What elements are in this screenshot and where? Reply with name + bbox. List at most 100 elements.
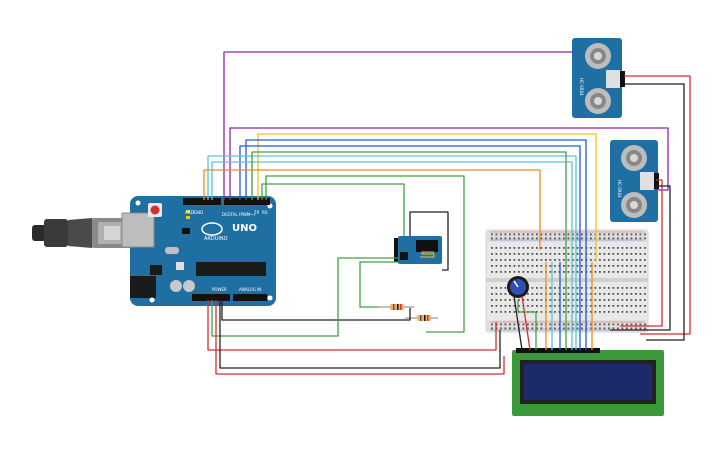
ultrasonic-sensor-2: HC-SR04	[610, 140, 659, 222]
breadboard-hole	[590, 253, 592, 255]
breadboard-hole	[491, 305, 493, 307]
breadboard-hole	[554, 233, 556, 236]
breadboard-hole	[491, 323, 493, 326]
wire-black-lcd	[219, 300, 501, 369]
breadboard-hole	[626, 271, 628, 273]
breadboard-hole	[504, 237, 507, 240]
breadboard-hole	[500, 293, 502, 295]
breadboard-hole	[536, 253, 538, 255]
breadboard-hole	[608, 323, 610, 326]
breadboard-hole	[594, 327, 597, 330]
breadboard-hole	[567, 253, 570, 255]
usb-cable	[32, 218, 132, 248]
breadboard-hole	[590, 323, 592, 326]
breadboard-hole	[617, 247, 619, 249]
breadboard-hole	[608, 247, 610, 249]
breadboard-hole	[626, 253, 628, 255]
breadboard-hole	[549, 287, 552, 289]
breadboard-hole	[635, 253, 637, 255]
breadboard-hole	[527, 259, 529, 261]
breadboard-hole	[549, 271, 552, 273]
breadboard-hole	[630, 299, 633, 301]
breadboard-hole	[509, 299, 511, 301]
breadboard-hole	[491, 327, 493, 330]
breadboard-hole	[635, 323, 637, 326]
breadboard-hole	[554, 237, 556, 240]
breadboard-hole	[581, 311, 583, 313]
breadboard-hole	[567, 323, 570, 326]
sensor-2-label: HC-SR04	[617, 180, 622, 198]
breadboard-hole	[495, 305, 498, 307]
wire-red-power	[207, 300, 497, 351]
breadboard-hole	[599, 311, 601, 313]
breadboard-hole	[522, 323, 525, 326]
breadboard-hole	[522, 253, 525, 255]
breadboard-hole	[626, 247, 628, 249]
breadboard-hole	[527, 271, 529, 273]
breadboard-hole	[617, 259, 619, 261]
breadboard-hole	[599, 259, 601, 261]
breadboard-hole	[563, 311, 565, 313]
breadboard-hole	[549, 323, 552, 326]
breadboard-hole	[581, 259, 583, 261]
breadboard-hole	[554, 287, 556, 289]
breadboard-hole	[576, 265, 579, 267]
breadboard-hole	[513, 233, 516, 236]
breadboard-hole	[603, 259, 606, 261]
breadboard-hole	[554, 305, 556, 307]
breadboard-hole	[576, 287, 579, 289]
breadboard-hole	[594, 311, 597, 313]
breadboard-hole	[617, 271, 619, 273]
breadboard-hole	[545, 233, 547, 236]
breadboard-hole	[617, 327, 619, 330]
wire-black-s2	[610, 185, 671, 331]
breadboard-hole	[491, 233, 493, 236]
breadboard-hole	[518, 247, 520, 249]
breadboard-hole	[563, 287, 565, 289]
breadboard-hole	[639, 253, 642, 255]
breadboard-hole	[518, 253, 520, 255]
breadboard-hole	[581, 299, 583, 301]
breadboard-hole	[495, 253, 498, 255]
breadboard-hole	[630, 293, 633, 295]
breadboard-hole	[540, 327, 543, 330]
breadboard-hole	[635, 233, 637, 236]
breadboard-hole	[608, 299, 610, 301]
breadboard-hole	[522, 247, 525, 249]
breadboard-hole	[630, 271, 633, 273]
breadboard-hole	[626, 265, 628, 267]
breadboard-hole	[630, 265, 633, 267]
breadboard-hole	[531, 287, 534, 289]
breadboard-hole	[504, 293, 507, 295]
breadboard-hole	[581, 271, 583, 273]
breadboard-hole	[594, 287, 597, 289]
breadboard-hole	[581, 253, 583, 255]
breadboard-hole	[572, 287, 574, 289]
breadboard-hole	[630, 233, 633, 236]
breadboard-hole	[567, 287, 570, 289]
breadboard-hole	[522, 265, 525, 267]
breadboard-hole	[621, 259, 624, 261]
breadboard-hole	[567, 271, 570, 273]
breadboard-hole	[626, 233, 628, 236]
breadboard-hole	[522, 299, 525, 301]
breadboard-hole	[554, 253, 556, 255]
breadboard-hole	[558, 233, 561, 236]
breadboard-hole	[644, 293, 646, 295]
breadboard-hole	[540, 233, 543, 236]
wire-green-res	[211, 257, 398, 337]
breadboard-hole	[504, 253, 507, 255]
breadboard-hole	[581, 327, 583, 330]
breadboard-hole	[549, 259, 552, 261]
breadboard-hole	[491, 311, 493, 313]
breadboard-hole	[635, 299, 637, 301]
breadboard-hole	[522, 327, 525, 330]
breadboard-hole	[558, 253, 561, 255]
breadboard-hole	[599, 271, 601, 273]
breadboard-hole	[504, 287, 507, 289]
breadboard-hole	[500, 259, 502, 261]
breadboard-hole	[630, 253, 633, 255]
tx-pin-label: TX	[253, 210, 259, 215]
breadboard-hole	[513, 305, 516, 307]
breadboard-hole	[572, 305, 574, 307]
